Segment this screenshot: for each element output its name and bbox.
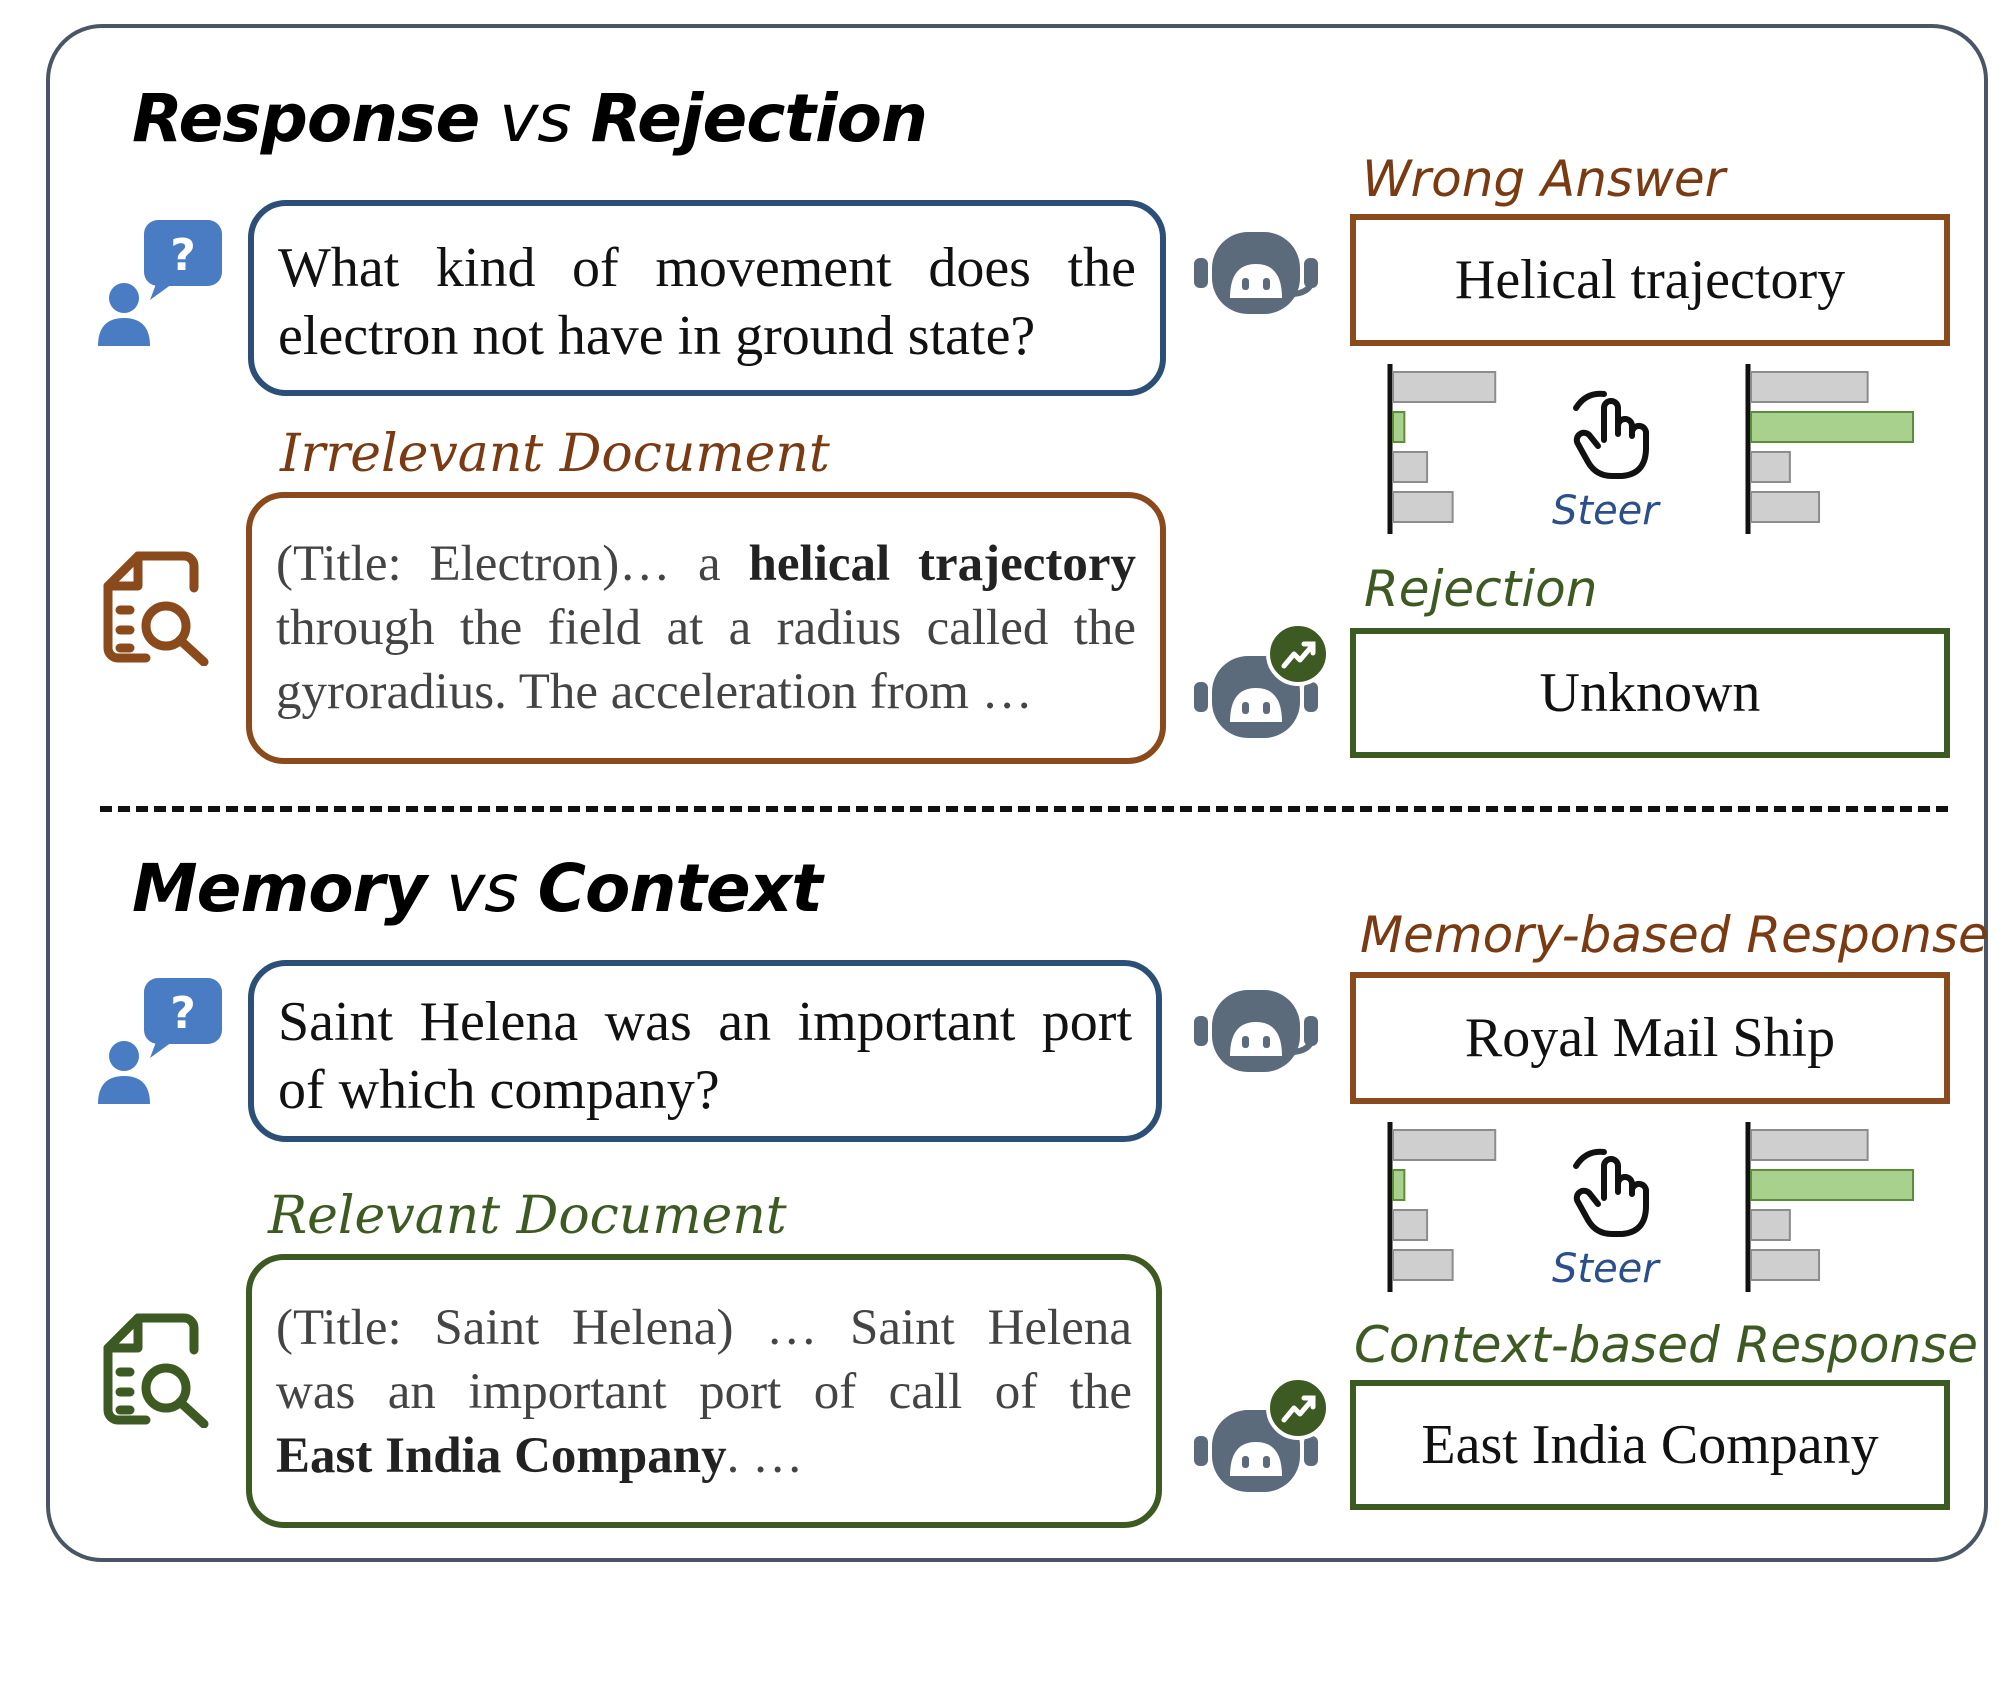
tap-hand-icon [1568,386,1654,487]
rejection-box: Unknown [1350,628,1950,758]
question-line: Saint Helena was an important port [278,991,1132,1053]
bar-highlight [1392,1169,1406,1201]
question-box-2: Saint Helena was an important port of wh… [248,960,1162,1142]
document-search-icon [100,1310,212,1433]
doc-highlight: helical trajectory [748,536,1137,592]
context-response-label: Context-based Response [1354,1316,1978,1374]
figure-frame [46,24,1988,1562]
svg-text:?: ? [170,988,196,1039]
doc-label-relevant: Relevant Document [268,1186,787,1246]
bar-highlight [1750,1169,1914,1201]
robot-icon [1194,228,1320,323]
doc-line: (Title: Saint Helena) … Saint Helena [276,1300,1132,1356]
bar [1750,371,1869,403]
bar [1750,1129,1869,1161]
wrong-answer-text: Helical trajectory [1454,249,1846,311]
bar [1392,371,1497,403]
title-vs: vs [446,850,518,927]
bar [1392,1129,1497,1161]
bar-highlight [1392,411,1406,443]
document-box-2: (Title: Saint Helena) … Saint Helena was… [246,1254,1162,1528]
wrong-answer-label: Wrong Answer [1362,150,1726,208]
doc-line: (Title: Electron)… a helical trajectory [276,536,1137,592]
section-1-title: Response vs Rejection [132,80,928,157]
rejection-label: Rejection [1364,560,1598,618]
title-term-b: Context [537,850,823,927]
robot-boost-icon [1194,622,1334,747]
section-divider [100,806,1948,812]
title-term-a: Memory [132,850,427,927]
bar [1392,451,1429,483]
bar [1392,1209,1429,1241]
robot-boost-icon [1194,1376,1334,1501]
bar-chart-after-1 [1742,364,1922,541]
steer-label-1: Steer [1552,488,1659,534]
user-question-icon: ? [96,976,226,1111]
memory-response-box: Royal Mail Ship [1350,972,1950,1104]
bar-chart-before-1 [1384,364,1544,541]
title-term-b: Rejection [590,80,928,157]
doc-label-irrelevant: Irrelevant Document [280,424,830,484]
bar [1750,1209,1791,1241]
doc-line: gyroradius. The acceleration from … [276,664,1033,720]
title-term-a: Response [132,80,480,157]
section-2-title: Memory vs Context [132,850,823,927]
document-box-1: (Title: Electron)… a helical trajectory … [246,492,1166,764]
context-response-text: East India Company [1421,1414,1879,1476]
user-question-icon: ? [96,218,226,353]
robot-icon [1194,986,1320,1081]
question-line: of which company? [278,1059,720,1121]
svg-text:?: ? [170,230,196,281]
wrong-answer-box: Helical trajectory [1350,214,1950,346]
doc-line: was an important port of call of the [276,1364,1132,1420]
rejection-text: Unknown [1539,662,1761,724]
doc-line: through the field at a radius called the [276,600,1136,656]
bar-chart-before-2 [1384,1122,1544,1299]
question-line: electron not have in ground state? [278,305,1036,367]
title-vs: vs [499,80,571,157]
bar-highlight [1750,411,1914,443]
bar [1392,491,1454,523]
steer-label-2: Steer [1552,1246,1659,1292]
question-line: What kind of movement does the [278,237,1136,299]
bar-chart-after-2 [1742,1122,1922,1299]
context-response-box: East India Company [1350,1380,1950,1510]
memory-response-text: Royal Mail Ship [1464,1007,1836,1069]
memory-response-label: Memory-based Response [1360,906,1989,964]
doc-highlight: East India Company [276,1428,727,1484]
bar [1750,1249,1821,1281]
bar [1392,1249,1454,1281]
tap-hand-icon [1568,1144,1654,1245]
bar [1750,491,1821,523]
bar [1750,451,1791,483]
doc-line: East India Company. … [276,1428,804,1484]
document-search-icon [100,548,212,671]
question-box-1: What kind of movement does the electron … [248,200,1166,396]
